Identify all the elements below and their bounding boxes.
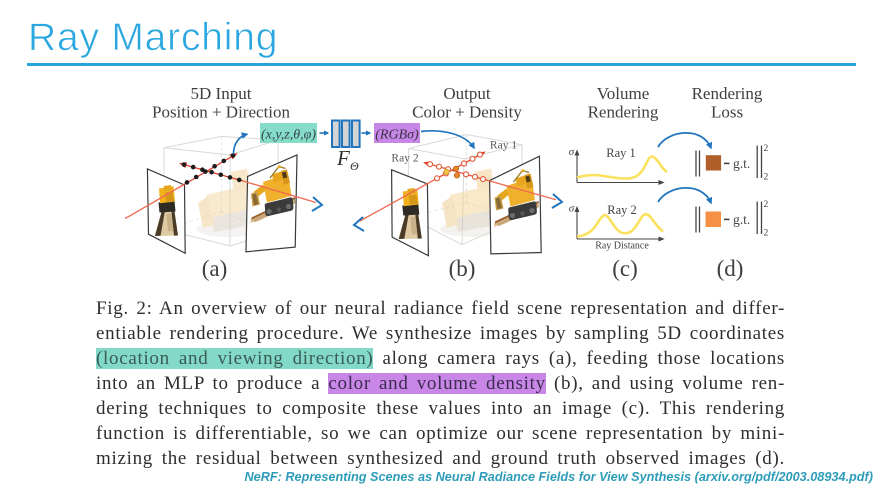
svg-text:(c): (c) bbox=[612, 256, 638, 281]
svg-text:2: 2 bbox=[764, 229, 769, 239]
svg-text:Loss: Loss bbox=[711, 103, 743, 122]
svg-text:(d): (d) bbox=[717, 256, 744, 281]
svg-text:Ray 2: Ray 2 bbox=[391, 153, 418, 165]
svg-text:(b): (b) bbox=[449, 256, 476, 281]
svg-text:2: 2 bbox=[764, 144, 769, 154]
svg-text:σ: σ bbox=[569, 203, 575, 215]
svg-text:Ray 1: Ray 1 bbox=[606, 146, 636, 160]
svg-text:σ: σ bbox=[569, 146, 575, 158]
svg-text:(x,y,z,θ,φ): (x,y,z,θ,φ) bbox=[261, 128, 316, 143]
svg-text:Ray Distance: Ray Distance bbox=[595, 241, 649, 252]
svg-text:(RGBσ): (RGBσ) bbox=[375, 128, 419, 143]
svg-text:Volume: Volume bbox=[597, 84, 650, 103]
svg-text:F: F bbox=[336, 146, 350, 170]
svg-text:g.t.: g.t. bbox=[733, 212, 750, 227]
svg-text:Rendering: Rendering bbox=[692, 84, 763, 103]
svg-text:Θ: Θ bbox=[350, 159, 359, 173]
svg-text:2: 2 bbox=[764, 200, 769, 210]
svg-text:Ray 1: Ray 1 bbox=[490, 140, 517, 152]
svg-text:Color + Density: Color + Density bbox=[412, 103, 522, 122]
svg-text:5D Input: 5D Input bbox=[191, 84, 252, 103]
svg-text:Position + Direction: Position + Direction bbox=[152, 103, 291, 122]
svg-text:Ray 2: Ray 2 bbox=[607, 203, 637, 217]
svg-text:(a): (a) bbox=[202, 256, 228, 281]
svg-text:Output: Output bbox=[443, 84, 491, 103]
svg-text:g.t.: g.t. bbox=[733, 156, 750, 171]
svg-text:2: 2 bbox=[764, 173, 769, 183]
svg-text:Rendering: Rendering bbox=[588, 103, 659, 122]
